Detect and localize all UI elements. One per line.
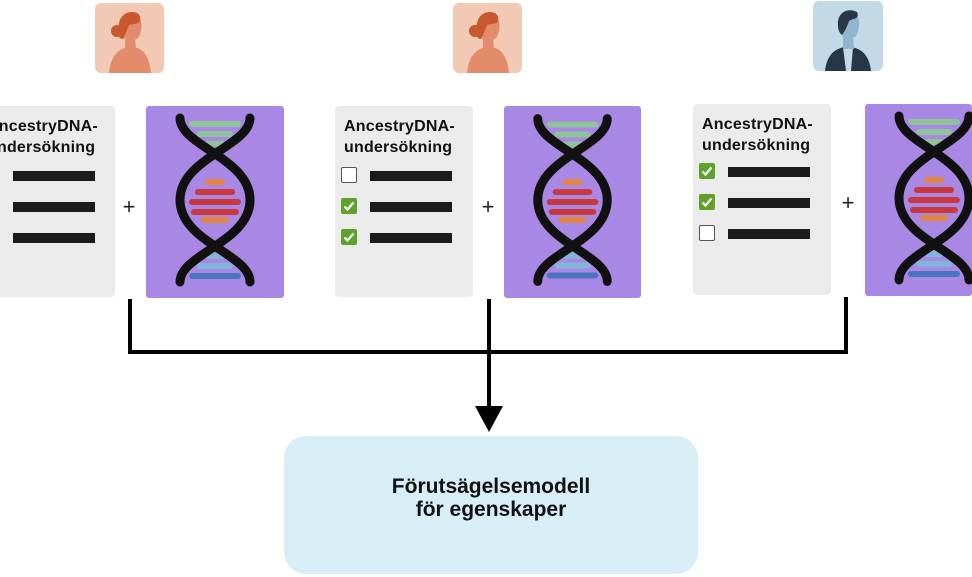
dna-card-3 [865,104,972,296]
person-avatar-3 [813,1,883,71]
survey-card-1: AncestryDNA- undersökning [0,106,115,297]
person-female-icon [109,11,151,73]
survey-row-1 [699,163,819,183]
plus-sign: + [481,194,495,219]
person-male-icon [825,10,871,71]
person-female-icon [467,11,509,73]
checkmark-icon [343,232,355,243]
answer-line [370,171,452,181]
checkbox-checked[interactable] [699,163,715,179]
checkmark-icon [701,166,713,177]
survey-title: AncestryDNA- undersökning [344,118,455,156]
checkmark-icon [701,197,713,208]
checkmark-icon [343,201,355,212]
survey-card-2: AncestryDNA- undersökning [335,106,473,297]
answer-line [370,233,452,243]
survey-row-2 [0,198,104,218]
checkbox-checked[interactable] [341,198,357,214]
dna-card-2 [504,106,641,298]
dna-helix-icon [533,114,612,286]
survey-row-2 [341,198,461,218]
survey-card-3: AncestryDNA- undersökning [693,104,831,295]
answer-line [728,198,810,208]
person-avatar-1 [95,3,164,73]
dna-helix-icon [175,113,255,287]
survey-title: AncestryDNA- undersökning [0,118,98,156]
arrow-down-icon [475,406,503,432]
survey-row-1 [0,167,104,187]
checkbox-checked[interactable] [699,194,715,210]
checkbox-unchecked[interactable] [341,167,357,183]
checkbox-unchecked[interactable] [699,225,715,241]
model-title-line-2: för egenskaper [415,498,567,521]
prediction-model-box: Förutsägelsemodell för egenskaper [284,436,698,574]
survey-title: AncestryDNA- undersökning [702,116,813,154]
survey-row-3 [341,229,461,249]
answer-line [728,167,810,177]
plus-sign: + [122,194,136,219]
person-avatar-2 [453,3,522,73]
answer-line [13,202,95,212]
dna-card-1 [146,106,284,298]
answer-line [370,202,452,212]
plus-sign: + [841,190,855,215]
model-title-line-1: Förutsägelsemodell [391,475,591,498]
checkbox-checked[interactable] [341,229,357,245]
dna-helix-icon [894,111,972,285]
answer-line [13,233,95,243]
survey-row-3 [0,229,104,249]
survey-row-3 [699,225,819,245]
survey-row-2 [699,194,819,214]
answer-line [728,229,810,239]
answer-line [13,171,95,181]
survey-row-1 [341,167,461,187]
